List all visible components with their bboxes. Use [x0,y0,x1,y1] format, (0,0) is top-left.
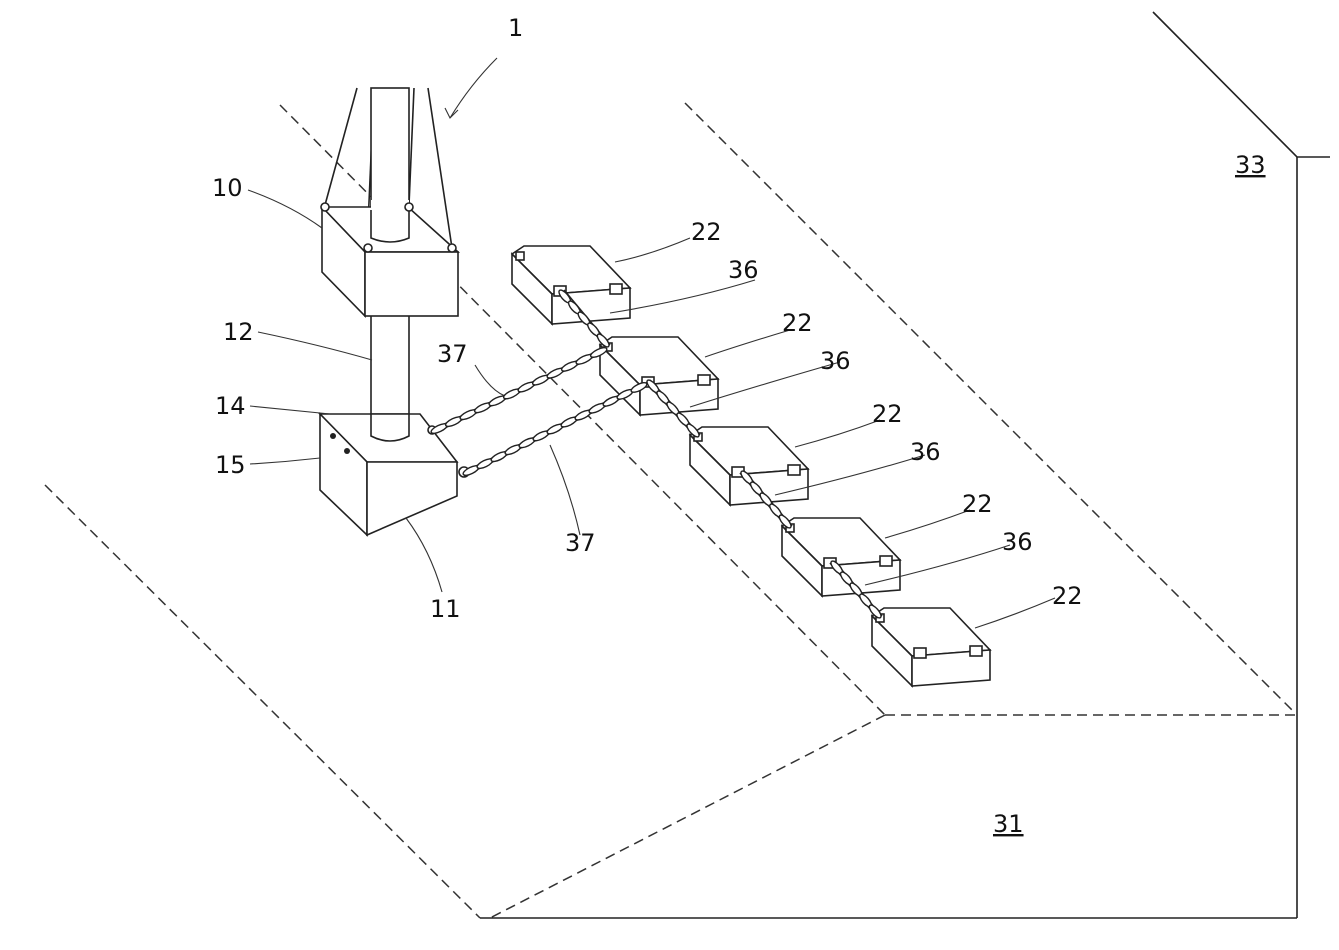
label-22-b: 22 [782,309,813,337]
label-36-d: 36 [1002,528,1033,556]
label-31: 31 [993,810,1024,838]
chain-link [589,346,608,358]
chain-36-3-links [740,470,792,529]
chain-36-4-links [830,560,882,619]
reference-numerals: 1 10 12 14 15 11 37 37 22 22 22 22 22 36… [212,14,1266,838]
chain-37-lower-links [462,381,648,477]
label-36-b: 36 [820,347,851,375]
label-22-e: 22 [1052,582,1083,610]
label-10: 10 [212,174,243,202]
label-22-c: 22 [872,400,903,428]
label-15: 15 [215,451,246,479]
block-22-5 [870,607,992,688]
block-22-2 [598,336,720,417]
block-22-4 [780,517,902,598]
label-22-a: 22 [691,218,722,246]
upper-box [320,200,461,318]
chain-37-upper-links [430,346,608,435]
chain-link [686,423,700,438]
chain-36-1-links [558,289,610,348]
chain-36-2-links [646,379,700,438]
label-1: 1 [508,14,523,42]
label-37-a: 37 [437,340,468,368]
block-22-3 [688,426,810,507]
block-22-1 [510,245,632,326]
label-37-b: 37 [565,529,596,557]
label-12: 12 [223,318,254,346]
lower-box [318,412,470,537]
label-11: 11 [430,595,461,623]
label-33: 33 [1235,151,1266,179]
label-36-a: 36 [728,256,759,284]
label-22-d: 22 [962,490,993,518]
leader-lines [247,57,1056,629]
seabed-outline [44,102,1296,919]
wall-structure [480,11,1330,919]
chain-link [778,514,792,529]
label-14: 14 [215,392,246,420]
chain-link [868,604,882,619]
label-36-c: 36 [910,438,941,466]
chain-link [596,333,610,348]
